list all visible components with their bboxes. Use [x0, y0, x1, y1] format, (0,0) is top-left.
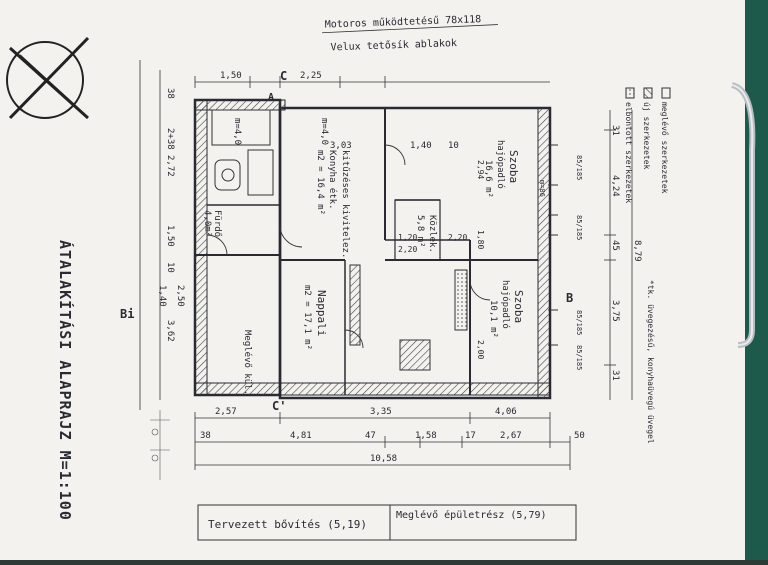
dim-left-5: 10: [165, 262, 175, 273]
legend-existing: meglévő szerkezetek: [660, 102, 670, 194]
dim-top-1: 1,50: [220, 71, 242, 81]
legend-new: új szerkezetek: [642, 102, 651, 170]
binder-cover: [745, 0, 768, 560]
legend: meglévő szerkezetek új szerkezetek elbon…: [624, 87, 671, 203]
dim-inner-2: 1,80: [476, 230, 485, 249]
section-c-marker: C: [280, 69, 287, 83]
dim-left-4: 1,50: [165, 225, 175, 247]
paper-sheet: [0, 0, 750, 560]
living-label: Nappali: [315, 290, 328, 336]
room2-label: Szoba: [512, 290, 525, 323]
dim-inner-3: 2,00: [476, 340, 485, 359]
room1-area: 16,6 m²: [483, 160, 493, 198]
hall-label: Közlek.: [427, 215, 437, 253]
footer-existing: Meglévő épületrész (5,79): [396, 509, 547, 521]
dim-left-3: 2,72: [165, 155, 175, 177]
dim-bot2-5: 17: [465, 431, 476, 441]
dim-inner-6: 2,20: [398, 245, 417, 254]
dim-bot2-1: 38: [200, 431, 211, 441]
new-wall-segment: [349, 264, 361, 346]
bath-fixtures: [211, 109, 274, 196]
building-outline: [193, 98, 552, 400]
kitchen-note: kitűzéses kivitelez.: [340, 150, 351, 258]
dim-right-5: 31: [610, 370, 620, 381]
right-dimension-lines: [604, 110, 633, 400]
kitchen-label: Konyha étk.: [327, 150, 338, 210]
dim-inner-5: 2,20: [448, 233, 467, 242]
room2-area: 10,1 m²: [488, 300, 498, 338]
footer-planned: Tervezett bővítés (5,19): [208, 518, 367, 531]
dim-right-4: 3,75: [610, 300, 620, 322]
header-line2: Velux tetősík ablakok: [330, 37, 457, 53]
section-b-marker: B: [566, 291, 573, 305]
crossed-stamp: [6, 36, 90, 120]
room1-label: Szoba: [507, 150, 520, 183]
wc-area-label: m=4,0: [232, 118, 242, 145]
window-marks: [548, 144, 558, 346]
dim-right-3: 45: [610, 240, 620, 251]
section-c2-marker: C': [272, 399, 286, 413]
dim-left-1: 38: [165, 88, 175, 99]
dim-right-1: 31: [610, 125, 620, 136]
dim-top-4: 1,40: [410, 141, 432, 151]
legend-demolished: elbontott szerkezetek: [624, 102, 633, 203]
dim-bot1-1: 2,57: [215, 407, 237, 417]
dim-top-3: 3,03: [330, 141, 352, 151]
dim-bot2-4: 1,58: [415, 431, 437, 441]
chimney: [399, 339, 431, 371]
bath-area: 4,0m²: [202, 210, 212, 237]
window-dim-2: 85/185: [575, 215, 583, 240]
living-area: m2 = 17,1 m²: [302, 285, 312, 350]
demolished-wall-segment: [454, 269, 468, 331]
dim-bot1-2: 3,35: [370, 407, 392, 417]
kitchen-area: m2 = 16,4 m²: [315, 150, 325, 215]
bath-label: Fürdő: [212, 210, 222, 237]
window-dim-3: 85/185: [575, 310, 583, 335]
section-a-marker: A: [268, 92, 274, 103]
dim-right-total: 8,79: [632, 240, 642, 262]
dim-top-2: 2,25: [300, 71, 322, 81]
drawing-title: ÁTALAKÍTÁSI ALAPRAJZ M=1:100: [56, 240, 75, 521]
dim-bot2-3: 47: [365, 431, 376, 441]
lamp-mark: m=86: [538, 180, 546, 197]
dim-inner-1: 2,94: [476, 160, 485, 179]
entry-label: Meglévő kül.: [242, 330, 253, 395]
door-swings: [206, 144, 491, 349]
dim-right-2: 4,24: [610, 175, 620, 197]
dim-bottom-total: 10,58: [370, 454, 397, 464]
dim-bot2-2: 4,81: [290, 431, 312, 441]
header-line1: Motoros működtetésű 78x118: [325, 13, 482, 30]
dim-bot2-6: 2,67: [500, 431, 522, 441]
dim-left-8: 3,62: [165, 320, 175, 342]
grid-marks: [150, 410, 170, 480]
window-dim-4: 85/185: [575, 345, 583, 370]
dim-left-6: 1,40: [157, 285, 167, 307]
window-dim-1: 85/185: [575, 155, 583, 180]
dim-left-2: 2+38: [165, 128, 175, 150]
hall-area: 5,8 m²: [415, 215, 425, 248]
binder-clip-highlight: [731, 84, 754, 346]
room1-floor: hajópadló: [495, 140, 506, 189]
dim-bot2-7: 50: [574, 431, 585, 441]
side-note: *tk. üvegezésű, konyhaüvegú üvegel: [646, 280, 656, 444]
section-b2-marker: Bi: [120, 307, 134, 321]
bottom-dimension-lines: [194, 412, 571, 470]
room2-floor: hajópadló: [500, 280, 511, 329]
dim-left-7: 2,50: [175, 285, 185, 307]
dim-bot1-3: 4,06: [495, 407, 517, 417]
kitchen-hall-area: m=4,0: [319, 118, 329, 145]
dim-inner-4: 1,20: [398, 233, 417, 242]
footer-table: Tervezett bővítés (5,19) Meglévő épületr…: [197, 504, 577, 541]
top-dimensions: [139, 60, 550, 410]
dim-top-5: 10: [448, 141, 459, 151]
